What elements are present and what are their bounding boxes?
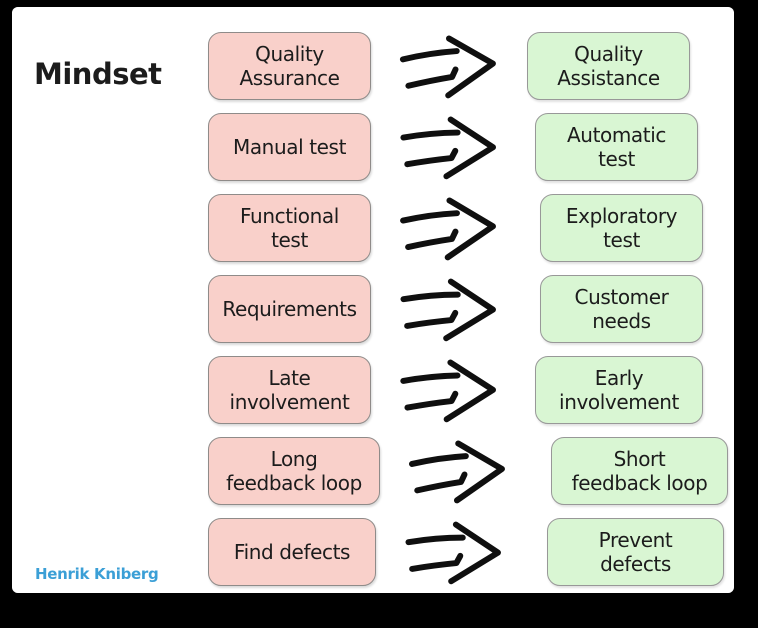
to-box: Automatic test [535, 113, 698, 181]
to-box: Short feedback loop [551, 437, 728, 505]
to-box: Early involvement [535, 356, 703, 424]
mapping-row: Manual test Automatic test [208, 113, 713, 181]
from-box: Manual test [208, 113, 371, 181]
mindset-mapping-list: Quality Assurance Quality Assistance Man… [208, 32, 728, 586]
to-box: Quality Assistance [527, 32, 690, 100]
from-box: Quality Assurance [208, 32, 371, 100]
from-box: Late involvement [208, 356, 371, 424]
right-arrow-icon [376, 518, 532, 586]
to-box: Exploratory test [540, 194, 703, 262]
right-arrow-icon [371, 275, 527, 343]
page-title: Mindset [34, 57, 162, 91]
to-box: Prevent defects [547, 518, 724, 586]
from-box: Functional test [208, 194, 371, 262]
right-arrow-icon [371, 113, 527, 181]
right-arrow-icon [371, 356, 527, 424]
from-box: Find defects [208, 518, 376, 586]
slide-panel: Mindset Quality Assurance Quality Assist… [12, 7, 734, 593]
author-credit: Henrik Kniberg [35, 565, 159, 583]
to-box: Customer needs [540, 275, 703, 343]
mapping-row: Quality Assurance Quality Assistance [208, 32, 713, 100]
right-arrow-icon [380, 437, 536, 505]
mapping-row: Requirements Customer needs [208, 275, 713, 343]
right-arrow-icon [371, 32, 527, 100]
mapping-row: Long feedback loop Short feedback loop [208, 437, 728, 505]
mapping-row: Find defects Prevent defects [208, 518, 724, 586]
right-arrow-icon [371, 194, 527, 262]
from-box: Long feedback loop [208, 437, 380, 505]
mapping-row: Functional test Exploratory test [208, 194, 713, 262]
from-box: Requirements [208, 275, 371, 343]
mapping-row: Late involvement Early involvement [208, 356, 713, 424]
